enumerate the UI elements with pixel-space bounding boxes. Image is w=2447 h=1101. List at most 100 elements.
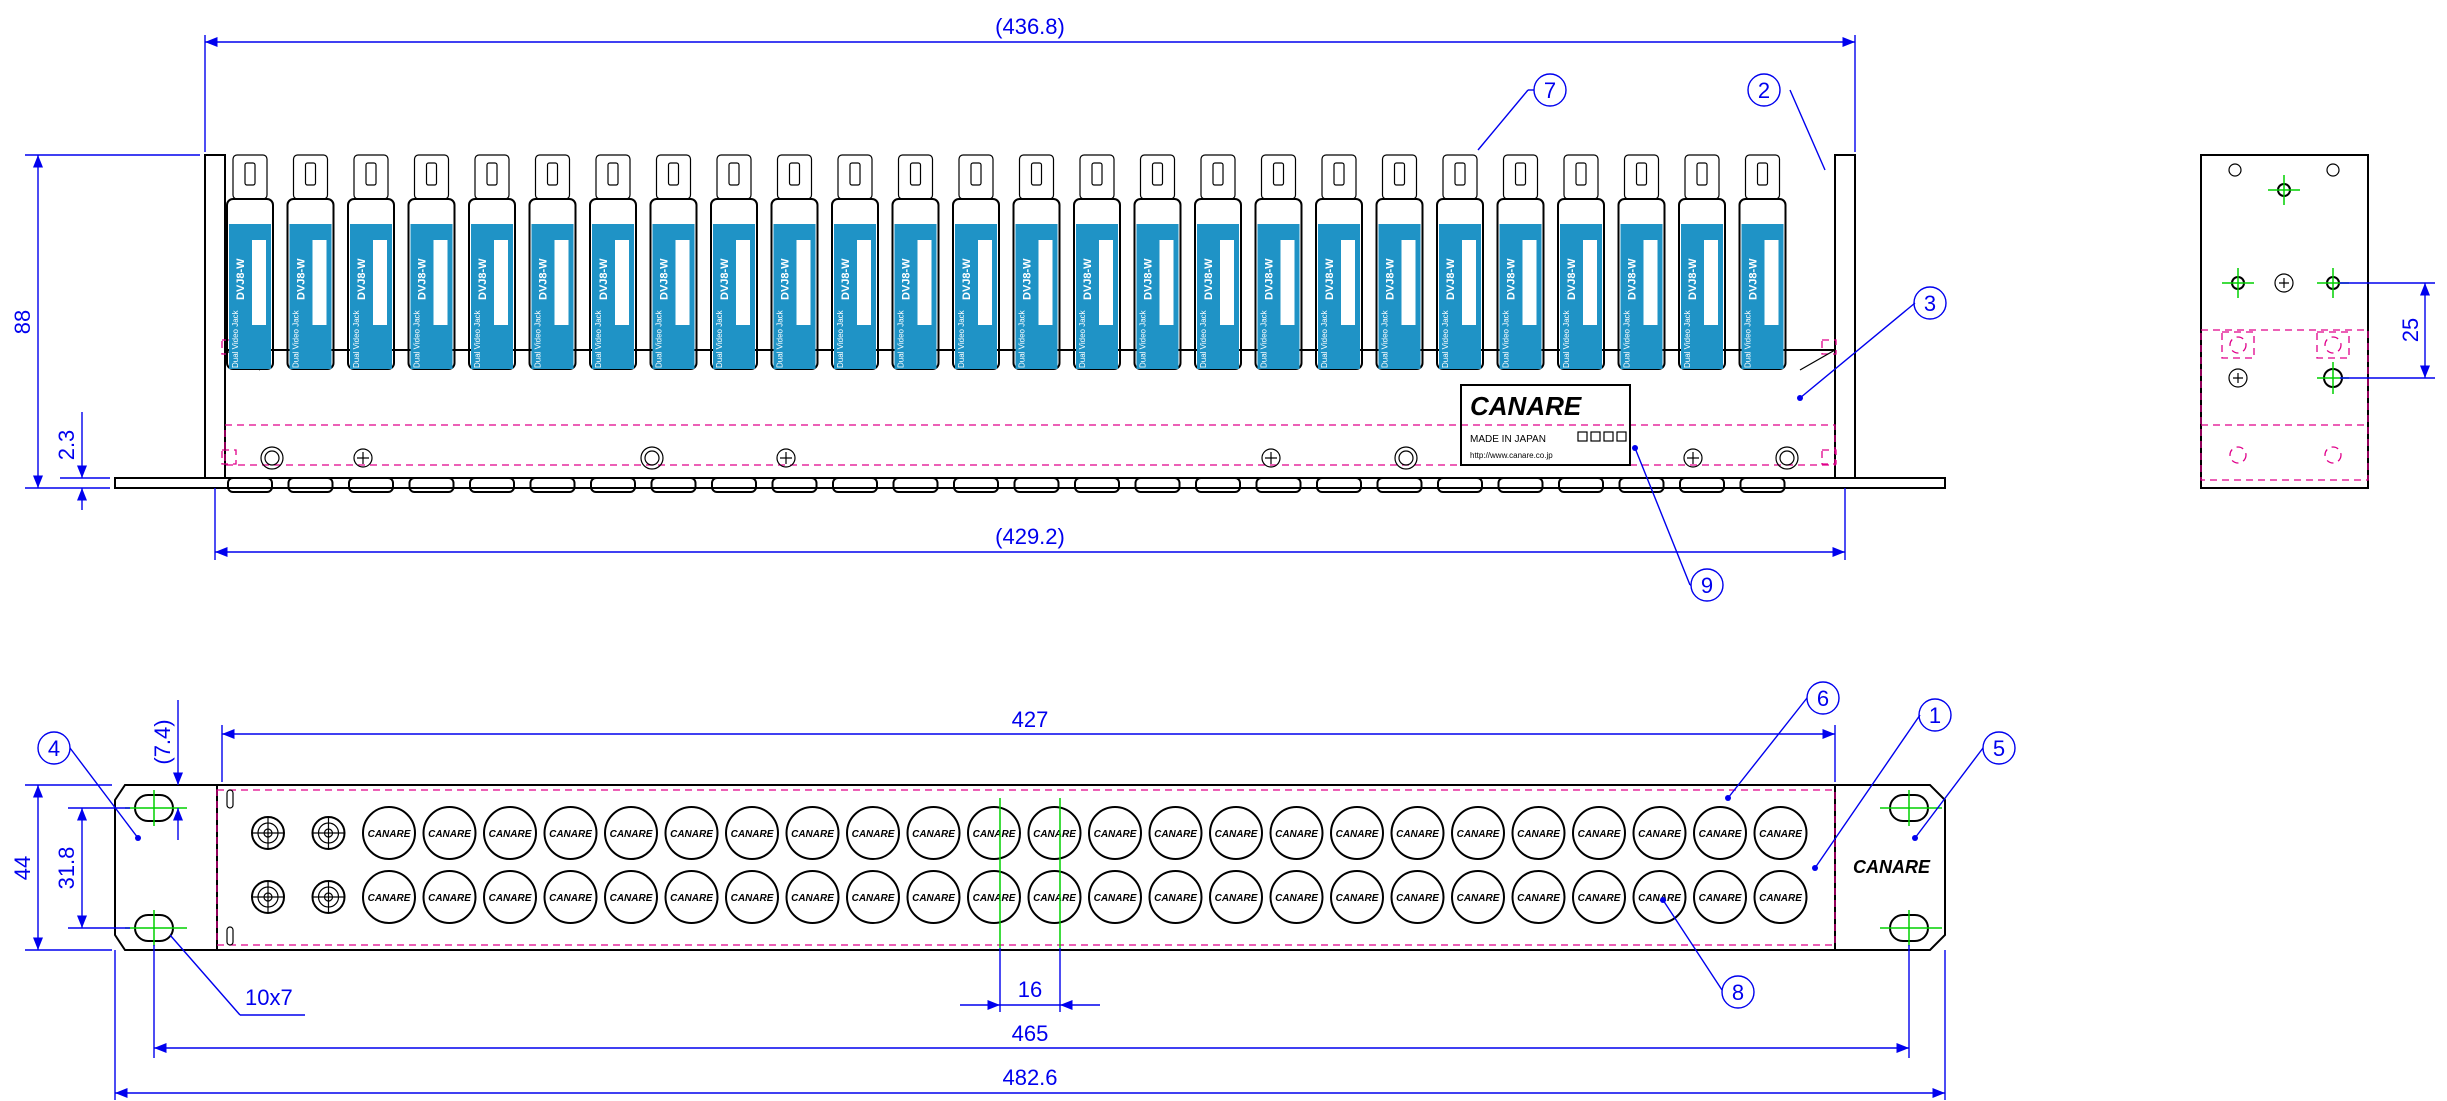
- jack-cap-label: CANARE: [1275, 829, 1318, 840]
- jack-label-side: Dual Video Jack: [1441, 309, 1450, 368]
- jack-bottom: [953, 477, 999, 493]
- jack-label-top: DVJ8-W: [1082, 258, 1094, 300]
- hidden-bracket-left2: [221, 449, 237, 465]
- side-view: 25: [2200, 154, 2435, 489]
- callout-label: 3: [1924, 291, 1936, 316]
- jack-label-side: Dual Video Jack: [231, 309, 240, 368]
- jack-label-top: DVJ8-W: [356, 258, 368, 300]
- dim-pitch: 16: [1018, 977, 1042, 1002]
- jack-cap-label: CANARE: [1094, 829, 1137, 840]
- callout-label: 8: [1732, 980, 1744, 1005]
- callout-8: [1721, 975, 1755, 1009]
- callout-1: [1918, 698, 1952, 732]
- dim-top-inner: (429.2): [995, 524, 1065, 549]
- right-bracket: [1834, 154, 1856, 478]
- jack-label-side: Dual Video Jack: [1320, 309, 1329, 368]
- jack-cap: CANARE: [725, 806, 779, 860]
- jack-cap: CANARE: [1451, 806, 1505, 860]
- jack-cap-label: CANARE: [912, 829, 955, 840]
- jack-cap-label: CANARE: [791, 829, 834, 840]
- jack-label-top: DVJ8-W: [780, 258, 792, 300]
- jack-cap: CANARE: [543, 870, 598, 924]
- jack-label-top: DVJ8-W: [1385, 258, 1397, 300]
- jack-bottom: [1013, 477, 1060, 493]
- callout-label: 4: [48, 736, 60, 761]
- jack-cap-label: CANARE: [549, 893, 592, 904]
- callout-label: 5: [1993, 736, 2005, 761]
- jack-cap-label: CANARE: [1517, 893, 1560, 904]
- jack-cap-label: CANARE: [1154, 829, 1197, 840]
- jack-bottom: [1376, 477, 1423, 493]
- jack-label-side: Dual Video Jack: [534, 309, 543, 368]
- jack-cap-label: CANARE: [973, 893, 1016, 904]
- callout-7: [1533, 73, 1567, 107]
- jack-label-side: Dual Video Jack: [1623, 309, 1632, 368]
- dim-side: 25: [2398, 318, 2423, 342]
- jack-label-top: DVJ8-W: [840, 258, 852, 300]
- jack-cap: CANARE: [785, 806, 840, 860]
- jack-label-top: DVJ8-W: [1506, 258, 1518, 300]
- dim-top-outer: (436.8): [995, 14, 1065, 39]
- jack-cap: CANARE: [1753, 806, 1808, 860]
- jack-cap-label: CANARE: [1033, 829, 1076, 840]
- screw-round: [1775, 446, 1799, 470]
- jack-label-top: DVJ8-W: [1627, 258, 1639, 300]
- jack-cap: CANARE: [785, 870, 840, 924]
- jack-cap: CANARE: [664, 806, 719, 860]
- jack-cap: CANARE: [1209, 870, 1263, 924]
- hidden-bracket-right: [1821, 339, 1837, 355]
- jack-cap: CANARE: [604, 806, 658, 860]
- callout-2: [1747, 73, 1781, 107]
- jack-cap-label: CANARE: [1578, 829, 1621, 840]
- jack-cap-label: CANARE: [1578, 893, 1621, 904]
- jack-cap: CANARE: [1753, 870, 1808, 924]
- jack-bottom: [469, 477, 515, 493]
- jack-label-top: DVJ8-W: [598, 258, 610, 300]
- jack-cap: CANARE: [846, 870, 900, 924]
- dim-slot-spacing: 31.8: [54, 847, 79, 890]
- jack-label-side: Dual Video Jack: [957, 309, 966, 368]
- jack-bottom: [227, 477, 273, 493]
- dim-inner-front: 427: [1012, 707, 1049, 732]
- jack-label-top: DVJ8-W: [961, 258, 973, 300]
- jack-bottom: [1679, 477, 1725, 493]
- jack-cap-label: CANARE: [791, 893, 834, 904]
- jack: DVJ8-W Dual Video Jack: [1315, 154, 1363, 370]
- jack-label-side: Dual Video Jack: [1260, 309, 1269, 368]
- jack-cap-label: CANARE: [1699, 829, 1742, 840]
- jack-cap-label: CANARE: [1699, 893, 1742, 904]
- jack-cap-label: CANARE: [1759, 829, 1802, 840]
- jack-cap-label: CANARE: [1396, 893, 1439, 904]
- panel-screws: [260, 446, 1799, 470]
- bnc-connector: [311, 816, 346, 850]
- jack-label-side: Dual Video Jack: [1018, 309, 1027, 368]
- jack-label-top: DVJ8-W: [1324, 258, 1336, 300]
- nameplate-made-in: MADE IN JAPAN: [1470, 434, 1546, 445]
- callout-3: [1913, 286, 1947, 320]
- jack-cap-label: CANARE: [1336, 893, 1379, 904]
- jack-cap-label: CANARE: [549, 829, 592, 840]
- screw-round: [260, 446, 284, 470]
- jack-label-top: DVJ8-W: [901, 258, 913, 300]
- callout-label: 1: [1929, 703, 1941, 728]
- jack-label-top: DVJ8-W: [1203, 258, 1215, 300]
- jack-cap: CANARE: [1693, 806, 1747, 860]
- jack-cap-label: CANARE: [1033, 893, 1076, 904]
- top-view: DVJ8-W Dual Video Jack DVJ8-W Dual Video Ja…: [10, 14, 1946, 560]
- jack-cap-label: CANARE: [610, 893, 653, 904]
- jack-cap: CANARE: [1451, 870, 1505, 924]
- jack-label-side: Dual Video Jack: [715, 309, 724, 368]
- jack-label-side: Dual Video Jack: [1078, 309, 1087, 368]
- jack-label-top: DVJ8-W: [1022, 258, 1034, 300]
- jack-cap: CANARE: [1693, 870, 1747, 924]
